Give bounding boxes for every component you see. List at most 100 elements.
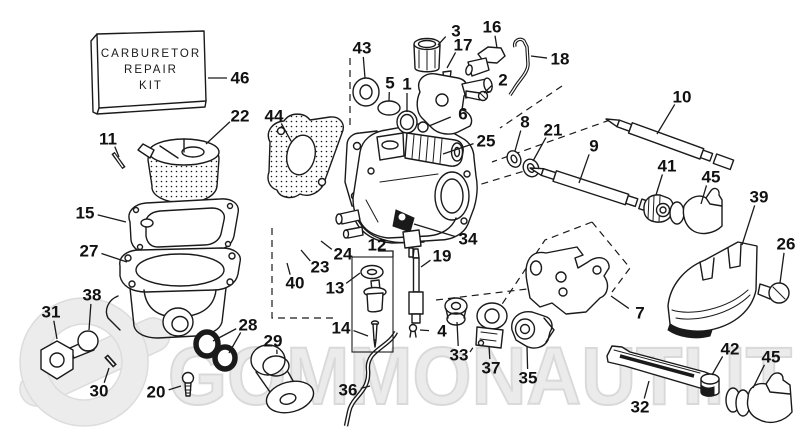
part-number-label: 12 (368, 236, 387, 255)
part-number-label: 7 (635, 304, 644, 323)
leader-line (286, 262, 291, 275)
leader-line (446, 52, 457, 69)
leader-line (419, 329, 430, 332)
part-float-pin (111, 151, 126, 170)
leader-line (530, 55, 548, 59)
part-number-label: 2 (498, 71, 507, 90)
part-number-label: 41 (658, 157, 677, 176)
part-bowl-gasket (128, 198, 239, 255)
leader-line (428, 116, 451, 127)
part-link-wire (508, 37, 530, 96)
part-number-label: 25 (477, 132, 496, 151)
part-number-label: 42 (721, 340, 740, 359)
leader-line (752, 364, 766, 389)
leader-lines (53, 35, 785, 399)
part-number-label: 32 (631, 398, 650, 417)
part-number-label: 45 (762, 348, 781, 367)
part-number-label: 31 (42, 303, 61, 322)
part-number-label: 16 (483, 18, 502, 37)
leader-line (97, 214, 127, 223)
part-number-label: 5 (385, 74, 394, 93)
leader-line (779, 252, 785, 284)
leader-line (212, 328, 237, 342)
part-cap-42 (700, 373, 720, 397)
part-clip-4 (408, 323, 418, 338)
part-number-label: 26 (777, 235, 796, 254)
leader-line (610, 295, 630, 309)
leader-line (360, 385, 371, 390)
part-number-label: 39 (750, 188, 769, 207)
leader-line (280, 123, 292, 142)
part-number-label: 22 (231, 107, 250, 126)
leader-line (103, 367, 110, 383)
leader-line (741, 205, 756, 246)
leader-line (532, 137, 547, 162)
leader-line (320, 240, 333, 250)
part-needle-screw-9 (527, 162, 660, 216)
leader-line (494, 35, 498, 49)
part-washer-8 (506, 150, 522, 168)
part-carburetor-body (335, 123, 478, 258)
part-number-label: 43 (353, 39, 372, 58)
leader-line (488, 345, 491, 360)
leader-line (700, 185, 708, 205)
leader-line (353, 329, 369, 337)
leader-line (656, 104, 676, 135)
part-screw-small (181, 371, 195, 397)
part-number-label: 44 (265, 107, 284, 126)
part-number-label: 9 (589, 137, 598, 156)
part-number-label: 33 (450, 346, 469, 365)
part-disc-5 (377, 100, 401, 116)
part-number-label: 3 (451, 22, 460, 41)
part-number-label: 11 (99, 130, 117, 149)
part-clamp-37 (475, 302, 508, 349)
leader-line (578, 154, 590, 184)
part-number-label: 24 (334, 245, 353, 264)
part-hinge-clip (250, 344, 315, 414)
part-screw-26 (757, 282, 790, 304)
leader-line (88, 303, 92, 331)
part-number-label: 45 (702, 168, 721, 187)
part-number-label: 46 (231, 69, 250, 88)
part-float-bowl (105, 247, 241, 339)
kit-box-line-3: KIT (139, 80, 163, 92)
part-number-label: 35 (519, 369, 538, 388)
leader-line (643, 380, 650, 399)
part-number-label: 34 (459, 230, 478, 249)
part-number-label: 6 (458, 105, 467, 124)
leader-line (483, 84, 493, 94)
part-number-label: 40 (286, 274, 305, 293)
part-number-label: 4 (437, 322, 447, 341)
kit-box-line-1: CARBURETOR (101, 48, 201, 60)
part-cam-follower (667, 241, 758, 339)
part-number-label: 8 (520, 113, 529, 132)
part-number-label: 23 (311, 258, 330, 277)
leader-line (345, 272, 361, 284)
leader-line (420, 259, 431, 268)
part-bracket (525, 246, 610, 315)
part-spring-wire (343, 330, 399, 427)
leader-line (526, 345, 529, 370)
leader-line (168, 385, 182, 391)
part-number-label: 15 (76, 204, 95, 223)
part-packing-nut (643, 194, 674, 223)
part-ball-6 (417, 121, 429, 133)
part-seal-1 (396, 110, 418, 134)
part-plug-screw (363, 279, 387, 313)
leader-line (300, 249, 311, 262)
leader-line (437, 36, 447, 46)
part-kit-group (351, 250, 394, 353)
part-number-label: 19 (433, 247, 452, 266)
part-number-label: 18 (551, 50, 570, 69)
leader-line (101, 252, 128, 263)
leader-line (711, 356, 724, 376)
part-screw-2 (465, 90, 489, 102)
part-number-label: 27 (80, 242, 99, 261)
part-grommet-43 (352, 77, 380, 107)
leader-line (514, 130, 522, 152)
leader-line (114, 146, 120, 158)
part-inlet-gasket (267, 113, 344, 199)
leader-line (53, 320, 58, 340)
